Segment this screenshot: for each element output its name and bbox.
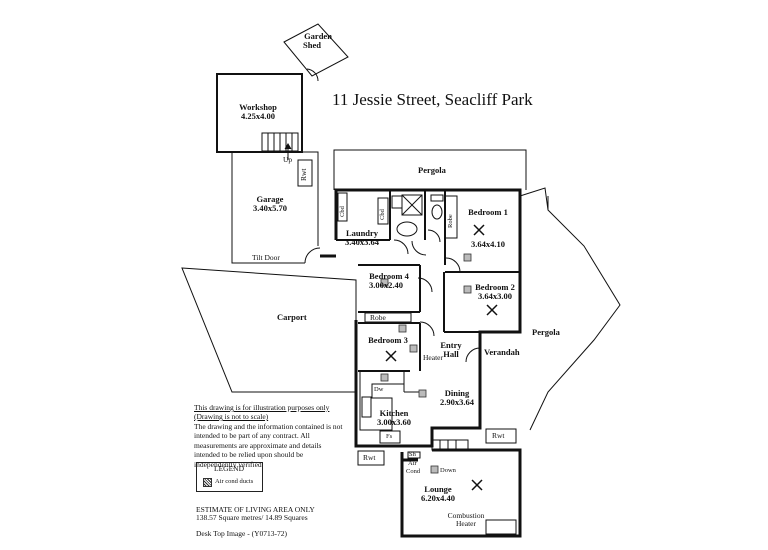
legend-box <box>196 462 263 492</box>
pergola-right-label: Pergola <box>532 327 560 337</box>
dining-size: 2.90x3.64 <box>440 397 474 407</box>
sh-label: Sh <box>409 451 416 458</box>
bedroom1-label: Bedroom 1 <box>468 207 508 217</box>
cbd-label-1: Cbd <box>339 206 346 217</box>
disclaimer-line2: (Drawing is not to scale) <box>194 412 269 421</box>
pergola-right-outline <box>519 187 621 431</box>
estimate-line1: ESTIMATE OF LIVING AREA ONLY <box>196 505 315 514</box>
entry-hall-label-line1: Entry <box>440 340 462 350</box>
air-cond-duct-icon <box>203 478 212 487</box>
fs-label: Fs <box>386 433 393 440</box>
shed-door-swing <box>306 68 319 82</box>
robe-label-bed3: Robe <box>370 313 386 322</box>
air-cond-ducts <box>380 253 472 474</box>
rwt-label-right: Rwt <box>492 431 505 440</box>
lounge-outline <box>400 448 522 538</box>
disclaimer-body: The drawing and the information containe… <box>194 422 343 469</box>
workshop-size: 4.25x4.00 <box>241 111 275 121</box>
kitchen-size: 3.00x3.60 <box>377 417 411 427</box>
dw-label: Dw <box>374 386 384 393</box>
rwt-tank-left <box>357 450 385 466</box>
laundry-cupboard <box>337 192 348 222</box>
tilt-door-label: Tilt Door <box>252 253 280 262</box>
legend-item-label: Air cond ducts <box>215 478 254 485</box>
down-label: Down <box>440 467 456 474</box>
rwt-label-left: Rwt <box>363 453 376 462</box>
robe-label-bed1: Robe <box>447 214 454 228</box>
rwt-tank-right <box>485 428 517 444</box>
workshop-stairs <box>261 132 299 152</box>
entry-hall-label-line2: Hall <box>443 349 459 359</box>
bedroom2-size: 3.64x3.00 <box>478 291 512 301</box>
bedroom2-label: Bedroom 2 <box>475 282 515 292</box>
property-title: 11 Jessie Street, Seacliff Park <box>332 90 533 109</box>
bedroom4-label: Bedroom 4 <box>369 271 409 281</box>
verandah-label: Verandah <box>484 347 520 357</box>
laundry-size: 3.40x3.64 <box>345 237 379 247</box>
garden-shed-outline <box>283 23 349 77</box>
carport-outline <box>181 267 357 393</box>
lounge-label: Lounge <box>424 484 452 494</box>
rwt-label-garage: Rwt <box>299 168 308 181</box>
ceiling-fans <box>385 224 498 491</box>
combustion-heater-label-line1: Combustion <box>447 511 485 520</box>
house-outer-wall <box>334 188 522 448</box>
kitchen-label: Kitchen <box>379 408 409 418</box>
footer-credit: Desk Top Image - (Y0713-72) <box>196 529 287 538</box>
garden-shed-label-line2: Shed <box>303 40 321 50</box>
estimate-line2: 138.57 Square metres/ 14.89 Squares <box>196 513 308 522</box>
pergola-top-outline <box>333 149 527 190</box>
garage-size: 3.40x5.70 <box>253 203 287 213</box>
carport-label: Carport <box>277 312 307 322</box>
air-cond-label-line1: Air <box>408 460 417 467</box>
bedroom4-size: 3.00x2.40 <box>369 280 403 290</box>
pergola-top-label: Pergola <box>418 165 446 175</box>
air-cond-label-line2: Cond <box>406 468 421 475</box>
garage-label: Garage <box>256 194 284 204</box>
garage-door-swing <box>304 247 321 264</box>
workshop-label: Workshop <box>239 102 277 112</box>
cbd-label-2: Cbd <box>379 209 386 220</box>
combustion-heater-label-line2: Heater <box>456 519 476 528</box>
garden-shed-label-line1: Garden <box>304 31 332 41</box>
rwt-tank-garage <box>297 159 313 187</box>
bedroom3-label: Bedroom 3 <box>368 335 408 345</box>
legend-title: LEGEND <box>214 464 244 473</box>
laundry-label: Laundry <box>345 228 379 238</box>
lounge-size: 6.20x4.40 <box>421 493 455 503</box>
bedroom1-size: 3.64x4.10 <box>471 239 505 249</box>
dining-label: Dining <box>444 388 470 398</box>
heater-label: Heater <box>423 353 443 362</box>
garage-outline <box>231 151 319 264</box>
up-label: Up <box>283 155 293 164</box>
disclaimer-line1: This drawing is for illustration purpose… <box>194 403 330 412</box>
